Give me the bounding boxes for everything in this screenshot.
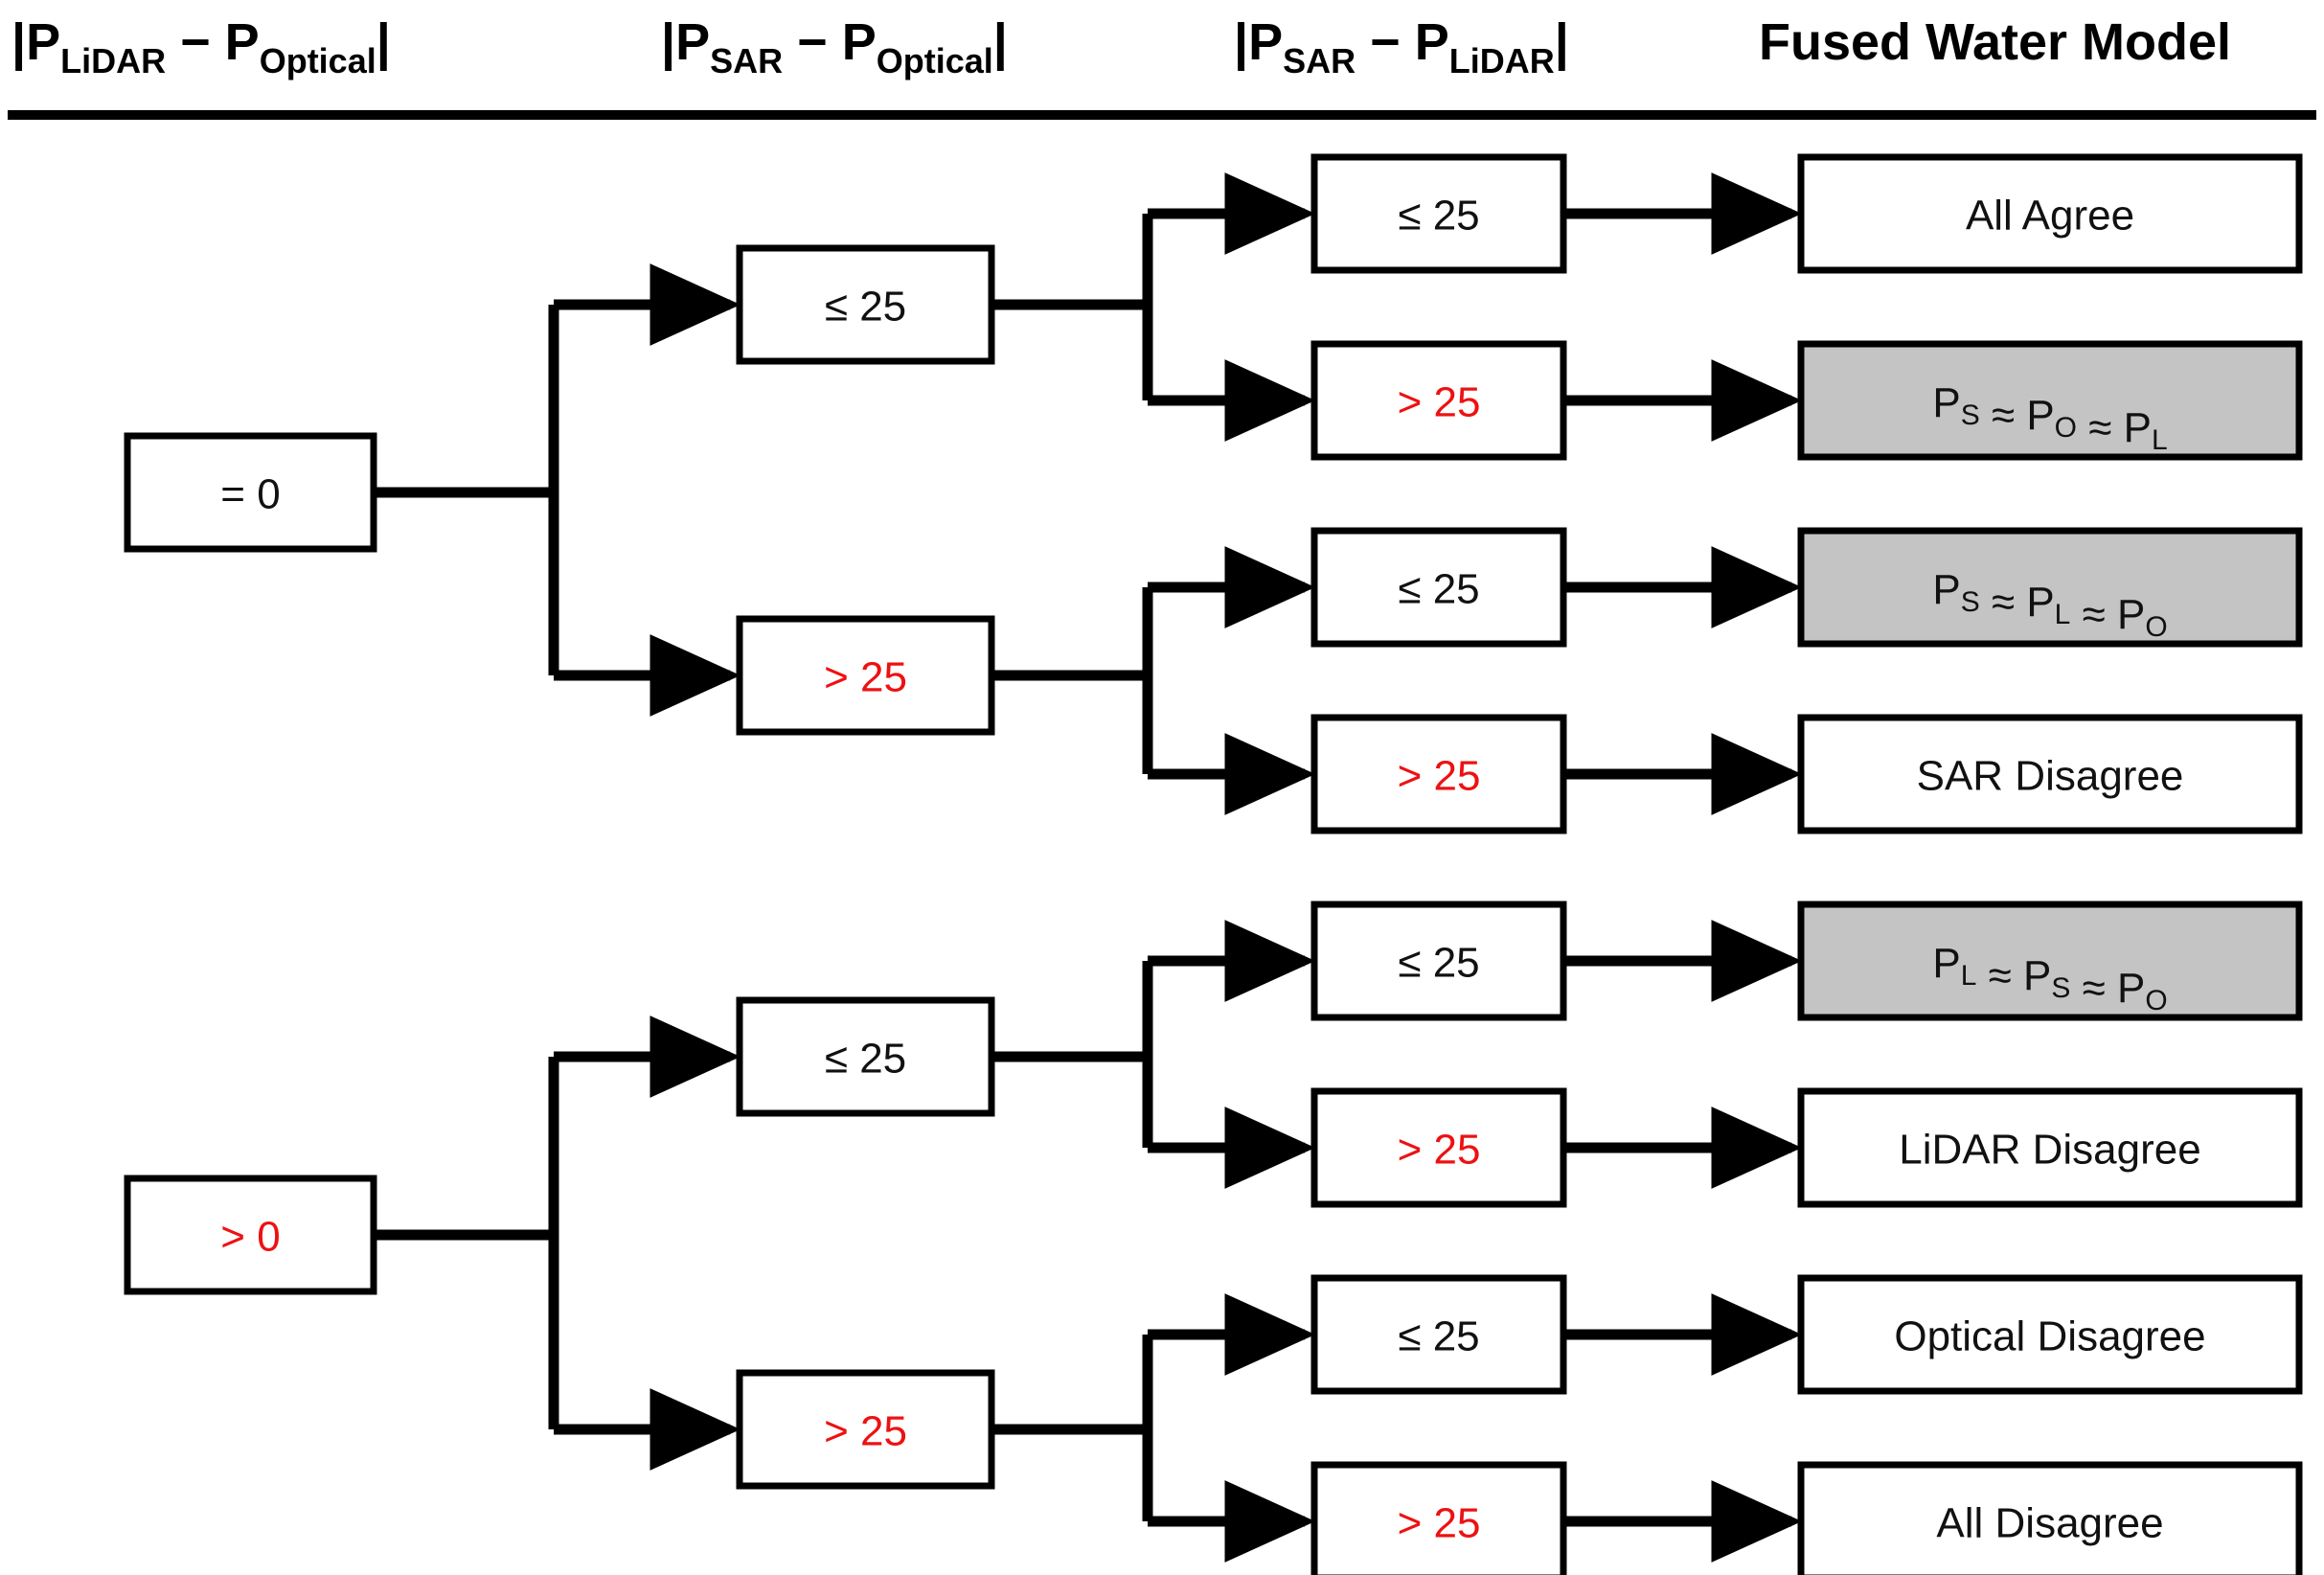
result-4-label: SAR Disagree [1917, 753, 2184, 800]
result-8-box[interactable] [1797, 1461, 2303, 1575]
result-2-label: PS ≈ PO ≈ PL [1932, 379, 2167, 456]
condition-3-8-label: > 25 [1398, 1500, 1481, 1547]
result-4-box[interactable] [1797, 714, 2303, 834]
col-3-header: |PSAR − PLiDAR| [1234, 13, 1569, 80]
result-5-box[interactable] [1797, 901, 2303, 1021]
condition-3-5-box[interactable] [1310, 901, 1567, 1021]
result-6-label: LiDAR Disagree [1899, 1127, 2200, 1174]
condition-1-2-label: > 0 [220, 1214, 280, 1261]
node-boxes: = 0 > 0 ≤ 25 > 25 ≤ 25 > 25 ≤ 25 > 25 ≤ 25 > 25 ≤ … [124, 153, 2303, 1575]
connector-lines [374, 172, 1803, 1563]
col-1-header: |PLiDAR − POptical| [11, 13, 391, 80]
condition-3-5-label: ≤ 25 [1398, 940, 1479, 987]
condition-3-6-box[interactable] [1310, 1087, 1567, 1208]
result-1-label: All Agree [1966, 193, 2134, 240]
condition-2-4-label: > 25 [824, 1408, 907, 1455]
col-2-header: |PSAR − POptical| [661, 13, 1008, 80]
condition-3-7-label: ≤ 25 [1398, 1313, 1479, 1360]
condition-3-1-box[interactable] [1310, 153, 1567, 274]
condition-2-4-box[interactable] [736, 1369, 995, 1490]
condition-3-7-box[interactable] [1310, 1274, 1567, 1395]
condition-2-1-label: ≤ 25 [825, 284, 906, 331]
condition-1-1-label: = 0 [220, 471, 280, 518]
condition-3-8-box[interactable] [1310, 1461, 1567, 1575]
result-7-box[interactable] [1797, 1274, 2303, 1395]
result-5-label: PL ≈ PS ≈ PO [1932, 940, 2167, 1016]
condition-3-4-label: > 25 [1398, 753, 1481, 800]
condition-3-3-box[interactable] [1310, 527, 1567, 648]
condition-2-2-box[interactable] [736, 615, 995, 736]
condition-3-4-box[interactable] [1310, 714, 1567, 834]
condition-2-3-label: ≤ 25 [825, 1036, 906, 1083]
condition-2-2-label: > 25 [824, 654, 907, 701]
result-3-box[interactable] [1797, 527, 2303, 648]
condition-1-2-box[interactable] [124, 1175, 377, 1295]
col-4-header: Fused Water Model [1759, 13, 2231, 71]
condition-3-1-label: ≤ 25 [1398, 193, 1479, 240]
condition-1-1-box[interactable] [124, 432, 377, 553]
result-3-label: PS ≈ PL ≈ PO [1932, 566, 2167, 643]
header-row: |PLiDAR − POptical| |PSAR − POptical| |PSA… [11, 13, 2231, 80]
condition-3-2-box[interactable] [1310, 340, 1567, 461]
result-2-box[interactable] [1797, 340, 2303, 461]
condition-2-3-box[interactable] [736, 996, 995, 1117]
result-1-box[interactable] [1797, 153, 2303, 274]
condition-3-3-label: ≤ 25 [1398, 566, 1479, 613]
result-7-label: Optical Disagree [1894, 1313, 2205, 1360]
condition-2-1-box[interactable] [736, 244, 995, 365]
result-6-box[interactable] [1797, 1087, 2303, 1208]
result-8-label: All Disagree [1936, 1500, 2163, 1547]
condition-3-6-label: > 25 [1398, 1127, 1481, 1174]
condition-3-2-label: > 25 [1398, 379, 1481, 426]
